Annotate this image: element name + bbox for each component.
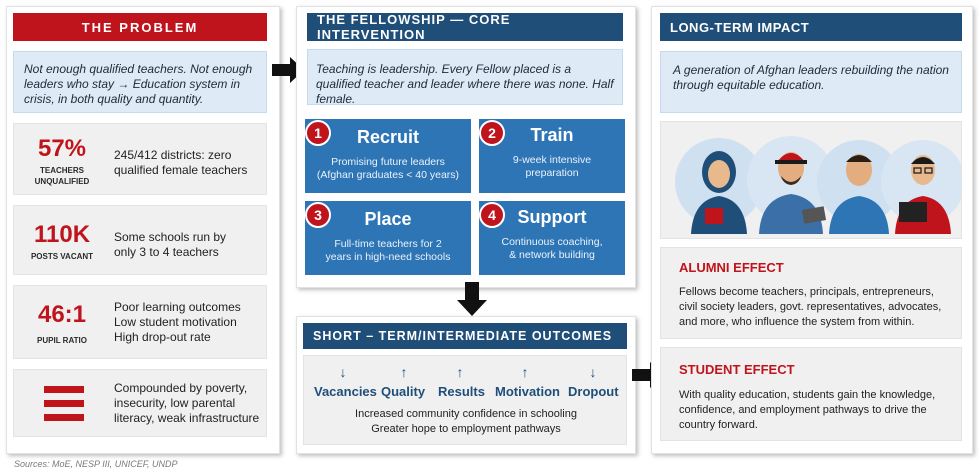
step-title: Place [364, 209, 412, 229]
impact-intro: A generation of Afghan leaders rebuildin… [660, 51, 962, 113]
student-effect-title: STUDENT EFFECT [679, 362, 795, 377]
outcome-label-vacancies: Vacancies [314, 384, 377, 399]
outcomes-line1: Increased community confidence in school… [355, 408, 577, 420]
arrow-down-icon: ↓ [339, 364, 347, 380]
step-support: 4 Support Continuous coaching, & network… [479, 201, 625, 275]
outcomes-line2: Greater hope to employment pathways [371, 423, 561, 435]
impact-panel: LONG-TERM IMPACT A generation of Afghan … [651, 6, 973, 454]
alumni-effect-title: ALUMNI EFFECT [679, 260, 784, 275]
menu-bars-icon [44, 382, 84, 426]
stat-card-teachers: 57% TEACHERS UNQUALIFIED 245/412 distric… [13, 123, 267, 195]
step-desc-line1: Promising future leaders [331, 156, 445, 168]
outcomes-header: SHORT – TERM/INTERMEDIATE OUTCOMES [303, 323, 627, 349]
compound-text-line2: insecurity, low parental [114, 396, 236, 410]
outcomes-panel: SHORT – TERM/INTERMEDIATE OUTCOMES ↓ Vac… [296, 316, 636, 454]
student-effect-line1: With quality education, students gain th… [679, 389, 936, 401]
step-desc-line1: Continuous coaching, [501, 236, 603, 248]
step-desc-line2: preparation [525, 167, 579, 179]
stat-value: 46:1 [37, 301, 87, 328]
step-desc-line2: (Afghan graduates < 40 years) [316, 169, 460, 181]
problem-intro: Not enough qualified teachers. Not enoug… [13, 51, 267, 113]
step-title: Recruit [356, 127, 419, 147]
stat-label-line1: TEACHERS [39, 166, 84, 175]
compound-text-line3: literacy, weak infrastructure [114, 411, 260, 425]
step-train: 2 Train 9-week intensive preparation [479, 119, 625, 193]
man-laptop-figure-icon [895, 155, 951, 234]
arrow-up-icon: ↑ [456, 364, 464, 380]
step-desc-line2: & network building [509, 249, 595, 261]
fellowship-intro-text: Teaching is leadership. Every Fellow pla… [316, 62, 614, 106]
woman-figure-icon [691, 151, 747, 234]
stat-card-compounded: Compounded by poverty, insecurity, low p… [13, 369, 267, 437]
man-blue-figure-icon [829, 154, 889, 234]
impact-header: LONG-TERM IMPACT [660, 13, 962, 41]
arrow-up-icon: ↑ [400, 364, 408, 380]
stat-value: 57% [37, 135, 87, 162]
problem-header-text: THE PROBLEM [81, 19, 199, 35]
step-place: 3 Place Full-time teachers for 2 years i… [305, 201, 471, 275]
problem-header: THE PROBLEM [13, 13, 267, 41]
fellowship-intro: Teaching is leadership. Every Fellow pla… [307, 49, 623, 106]
alumni-effect-box: ALUMNI EFFECT Fellows become teachers, p… [660, 247, 962, 339]
problem-intro-text: Not enough qualified teachers. Not enoug… [24, 62, 253, 106]
man-cap-figure-icon [759, 152, 827, 234]
step-number-badge: 3 [305, 202, 331, 228]
stat-label-line1: POSTS VACANT [30, 252, 94, 261]
problem-panel: THE PROBLEM Not enough qualified teacher… [6, 6, 280, 454]
stat-card-pupil-ratio: 46:1 PUPIL RATIO Poor learning outcomes … [13, 285, 267, 359]
step-title: Support [517, 207, 587, 227]
fellowship-header: THE FELLOWSHIP — CORE INTERVENTION [307, 12, 623, 42]
arrow-down-icon: ↓ [589, 364, 597, 380]
alumni-effect-line1: Fellows become teachers, principals, ent… [679, 286, 934, 298]
outcomes-box: ↓ Vacancies ↑ Quality ↑ Results ↑ Motiva… [303, 355, 627, 445]
outcome-label-motivation: Motivation [495, 384, 560, 399]
stat-value: 110K [33, 221, 91, 248]
step-number-badge: 4 [479, 202, 505, 228]
step-number-badge: 2 [479, 120, 505, 146]
student-effect-line2: confidence, and employment pathways to d… [679, 404, 927, 416]
stat-text-line3: High drop-out rate [114, 330, 211, 344]
fellowship-panel: THE FELLOWSHIP — CORE INTERVENTION Teach… [296, 6, 636, 288]
sources-note: Sources: MoE, NESP III, UNICEF, UNDP [14, 459, 178, 469]
step-desc-line1: Full-time teachers for 2 [334, 238, 442, 250]
stat-card-vacancies: 110K POSTS VACANT Some schools run by on… [13, 205, 267, 275]
stat-text-line2: qualified female teachers [114, 163, 248, 177]
stat-text-line1: Poor learning outcomes [114, 300, 241, 314]
step-title: Train [530, 125, 574, 145]
step-number-badge: 1 [305, 120, 331, 146]
impact-intro-text: A generation of Afghan leaders rebuildin… [673, 63, 949, 92]
fellowship-header-text: THE FELLOWSHIP — CORE INTERVENTION [317, 12, 511, 42]
alumni-effect-line3: and more, who influence the system from … [679, 316, 915, 328]
stat-text-line2: Low student motivation [114, 315, 237, 329]
stat-label-line1: PUPIL RATIO [37, 336, 87, 345]
outcome-label-quality: Quality [381, 384, 426, 399]
arrow-up-icon: ↑ [521, 364, 529, 380]
step-recruit: 1 Recruit Promising future leaders (Afgh… [305, 119, 471, 193]
leaders-illustration [660, 121, 962, 239]
compound-text-line1: Compounded by poverty, [114, 381, 248, 395]
stat-text-line1: 245/412 districts: zero [114, 148, 232, 162]
student-effect-line3: country forward. [679, 419, 758, 431]
alumni-effect-line2: civil society leaders, govt. representat… [679, 301, 942, 313]
step-desc-line1: 9-week intensive [512, 154, 592, 166]
stat-label-line2: UNQUALIFIED [34, 177, 90, 186]
stat-text-line1: Some schools run by [114, 230, 227, 244]
arrow-down-icon [457, 282, 487, 316]
impact-header-text: LONG-TERM IMPACT [670, 19, 810, 35]
outcome-label-dropout: Dropout [568, 384, 619, 399]
student-effect-box: STUDENT EFFECT With quality education, s… [660, 347, 962, 441]
outcome-label-results: Results [438, 384, 485, 399]
outcomes-header-text: SHORT – TERM/INTERMEDIATE OUTCOMES [313, 329, 613, 343]
stat-text-line2: only 3 to 4 teachers [114, 245, 219, 259]
step-desc-line2: years in high-need schools [325, 251, 451, 263]
